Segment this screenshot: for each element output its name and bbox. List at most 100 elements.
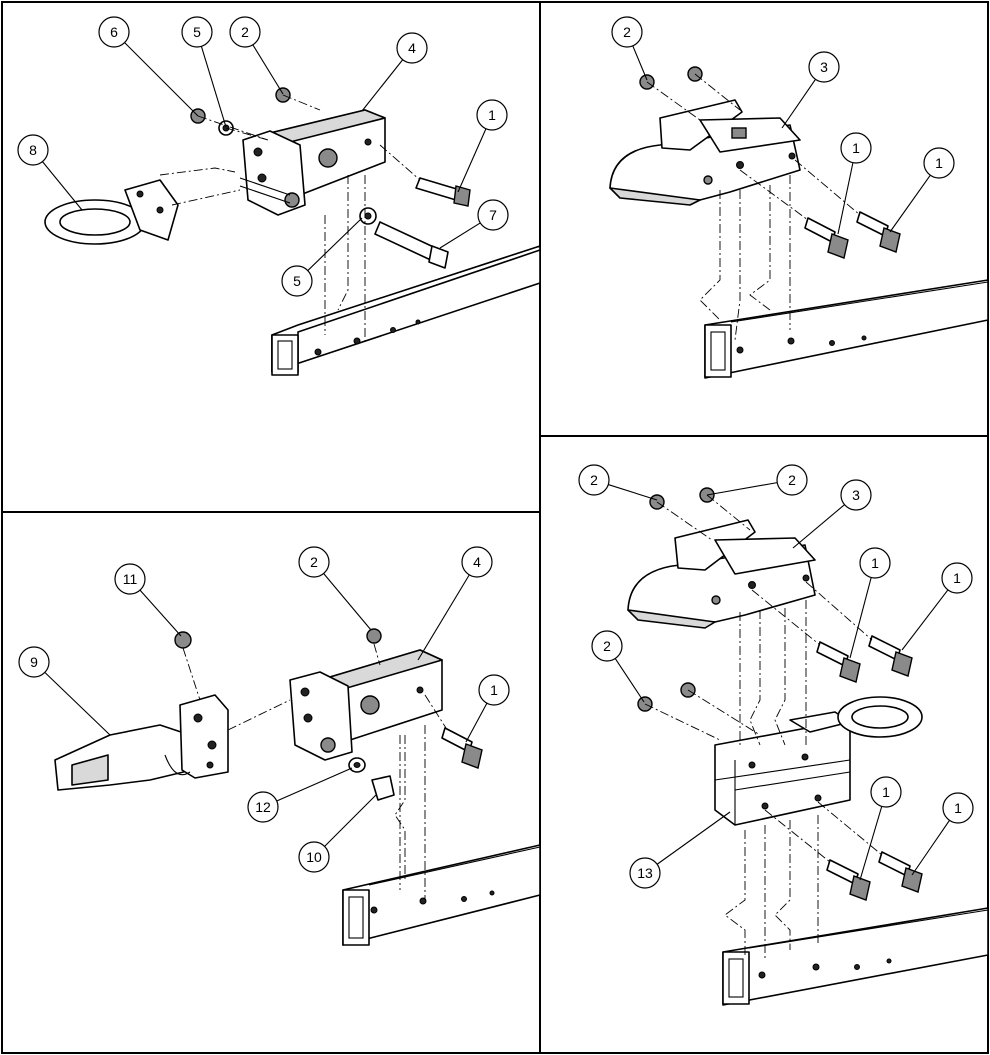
callout-circle [840,479,872,511]
callout-circle [859,547,891,579]
panel-top-left-drawing [44,87,541,376]
bolt-1 [441,727,483,769]
callout-number: 2 [788,472,796,488]
callout-circle [18,646,50,678]
callout-number: 1 [954,800,962,816]
callouts-top-left: 6 5 2 4 1 8 7 5 [17,16,509,297]
callout-circle [229,16,261,48]
mount-bracket [289,649,443,761]
callout-leader [465,702,488,743]
callout-circle [840,132,872,164]
callout-number: 13 [637,865,653,881]
callout-leader [901,589,949,651]
callout-number: 4 [408,40,416,56]
callout-number: 8 [29,142,37,158]
lunette-ring [44,179,179,245]
bolt-1 [415,177,471,207]
callout-leader [361,59,404,112]
callout-leader [457,128,487,193]
panel-bottom-right-drawing [627,487,989,1006]
callout-number: 11 [123,571,138,587]
callout-leader [44,671,111,736]
callout-number: 2 [241,24,249,40]
callout-number: 4 [473,554,481,570]
nut-11 [174,631,192,649]
callout-leader [911,820,950,876]
callout-circle [611,16,643,48]
callout-number: 2 [310,554,318,570]
callout-number: 9 [30,654,38,670]
callout-circle [776,464,808,496]
callout-leader [706,482,778,496]
callout-circle [923,147,955,179]
callout-number: 1 [852,140,860,156]
lunette-ring [789,696,923,738]
tongue-tube [271,245,541,376]
callout-leader [614,658,645,703]
tongue-tube [722,907,989,1006]
callout-number: 5 [193,24,201,40]
callout-number: 1 [490,682,498,698]
callout-circle [629,857,661,889]
tongue-tube [342,844,541,946]
callout-leader [889,174,931,233]
callout-circle [396,32,428,64]
callout-circle [461,546,493,578]
callout-circle [114,563,146,595]
bolt-7 [374,221,449,269]
callout-number: 7 [489,207,497,223]
callout-leader [781,79,816,129]
callout-circle [281,265,313,297]
callout-circle [578,464,610,496]
callout-circle [98,16,130,48]
callout-circle [247,791,279,823]
callout-leader [42,161,83,211]
callout-circle [478,674,510,706]
bolts-1-lower [826,851,923,901]
panel-bottom-left-drawing [54,628,541,946]
callout-leader [656,811,731,865]
bolt-10 [371,775,395,801]
mount-bracket [242,109,386,216]
callout-leader [252,44,284,95]
callout-leader [608,484,658,501]
callout-leader [792,504,845,549]
coupler [609,99,801,206]
callout-number: 5 [293,273,301,289]
callout-circle [808,51,840,83]
callout-circle [181,16,213,48]
callout-leader [276,767,353,802]
coupler [627,519,816,629]
callout-number: 3 [852,487,860,503]
callout-number: 3 [820,59,828,75]
callout-number: 2 [623,24,631,40]
callout-number: 1 [871,555,879,571]
callout-circle [870,776,902,808]
callout-leader [139,589,182,637]
callout-circle [298,546,330,578]
callout-leader [439,222,481,249]
callout-number: 1 [488,107,496,123]
callout-number: 1 [882,784,890,800]
panel-top-right-drawing [609,66,989,379]
adapter-plate [714,719,851,826]
callout-number: 1 [953,570,961,586]
callout-leader [849,577,872,659]
callout-number: 2 [590,472,598,488]
callout-number: 6 [110,24,118,40]
callout-circle [477,199,509,231]
callout-circle [298,841,330,873]
bolts-1 [804,211,901,259]
nut-2 [366,628,382,644]
bolts-1-upper [816,635,913,683]
callout-leader [323,573,372,631]
pintle-hook [54,694,229,791]
callout-number: 1 [935,155,943,171]
callout-leader [837,162,854,235]
panel-top-right-frame [539,1,989,437]
callout-number: 10 [306,849,322,865]
callout-leader [200,46,227,128]
